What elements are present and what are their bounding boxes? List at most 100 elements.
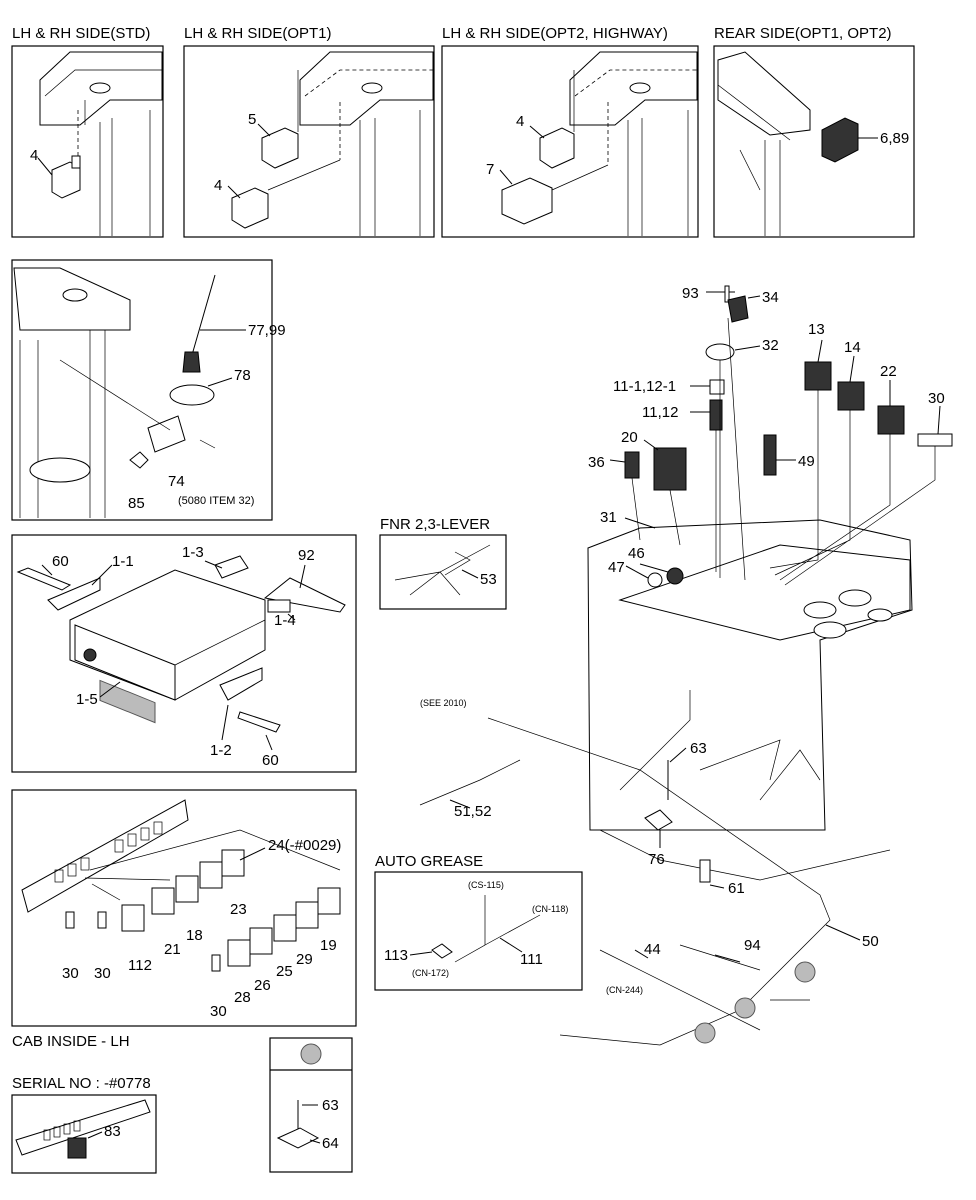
serial-title: SERIAL NO : -#0778	[12, 1075, 151, 1092]
grommet-a	[694, 1022, 716, 1044]
label-112: 112	[128, 957, 152, 974]
switch-18	[175, 875, 199, 903]
part-1-3	[214, 555, 249, 579]
switch-112	[121, 904, 145, 932]
switch-22	[877, 405, 905, 435]
part-5	[261, 127, 299, 169]
grommet-icon	[300, 1043, 322, 1065]
cab-inside-caption: CAB INSIDE - LH	[12, 1033, 130, 1050]
label-18: 18	[186, 927, 203, 944]
label-25: 25	[276, 963, 293, 980]
label-1-3: 1-3	[182, 544, 204, 561]
label-31: 31	[600, 509, 617, 526]
plate-30	[917, 433, 953, 447]
key-part-11-1	[709, 379, 725, 395]
label-21: 21	[164, 941, 181, 958]
label-47: 47	[608, 559, 625, 576]
label-111: 111	[520, 951, 543, 968]
panel-switches-frame	[11, 789, 357, 1027]
part-74	[147, 415, 186, 453]
label-4-opt2: 4	[516, 113, 524, 130]
panel-opt2: LH & RH SIDE(OPT2, HIGHWAY) 4 7	[441, 25, 699, 238]
label-4-opt1: 4	[214, 177, 222, 194]
label-92: 92	[298, 547, 315, 564]
part-1-2	[219, 667, 263, 701]
label-4-std: 4	[30, 147, 38, 164]
label-28: 28	[234, 989, 251, 1006]
panel-antenna-frame	[11, 259, 273, 521]
label-plate-30a	[65, 911, 75, 929]
switch-13	[804, 361, 832, 391]
part-36	[624, 451, 640, 479]
label-30-c: 30	[210, 1003, 227, 1020]
label-11-12: 11,12	[642, 404, 678, 421]
grommet-c	[794, 961, 816, 983]
grommet-b	[734, 997, 756, 1019]
label-51-52: 51,52	[454, 803, 492, 820]
label-60-a: 60	[52, 553, 69, 570]
part-83	[67, 1137, 87, 1159]
label-1-4: 1-4	[274, 612, 296, 629]
switch-19	[317, 887, 341, 915]
label-1-2: 1-2	[210, 742, 232, 759]
label-30-main: 30	[928, 390, 945, 407]
switch-29	[295, 901, 319, 929]
part-4-opt1	[231, 187, 269, 229]
grease-harness	[454, 895, 541, 963]
panel-clip-detail: 63 64	[269, 1037, 353, 1173]
part-49	[763, 434, 777, 476]
label-1-5: 1-5	[76, 691, 98, 708]
part-64	[276, 1127, 320, 1149]
panel-std-title: LH & RH SIDE(STD)	[12, 25, 150, 42]
panel-std: LH & RH SIDE(STD) 4	[11, 25, 164, 238]
main-assembly: 93 34 32 13 14 22 30 11-1,12-1 11,12 20 …	[419, 285, 953, 1046]
label-83: 83	[104, 1123, 121, 1140]
console-top	[618, 544, 911, 641]
label-6-89: 6,89	[880, 130, 909, 147]
part-1-1	[47, 577, 101, 611]
part-4-opt2	[539, 127, 575, 169]
label-11-1-12-1: 11-1,12-1	[613, 378, 676, 395]
label-20: 20	[621, 429, 638, 446]
label-24: 24(-#0029)	[268, 837, 341, 854]
label-113: 113	[384, 947, 408, 964]
panel-antenna: 77,99 78 74 85 (5080 ITEM 32)	[11, 259, 286, 521]
part-113	[431, 943, 453, 959]
part-34	[727, 295, 749, 323]
label-32: 32	[762, 337, 779, 354]
label-44: 44	[644, 941, 661, 958]
part-7	[501, 177, 553, 225]
label-64: 64	[322, 1135, 339, 1152]
panel-opt1-title: LH & RH SIDE(OPT1)	[184, 25, 332, 42]
switch-modules	[121, 849, 341, 967]
label-49: 49	[798, 453, 815, 470]
label-30-a: 30	[62, 965, 79, 982]
label-36: 36	[588, 454, 605, 471]
auto-grease-title: AUTO GREASE	[375, 853, 483, 870]
panel-opt2-frame	[441, 45, 699, 238]
fnr-harness	[394, 544, 491, 596]
switch-23	[221, 849, 245, 877]
panel-clip-frame	[269, 1037, 353, 1173]
screw-60-a	[16, 567, 72, 591]
label-78: 78	[234, 367, 251, 384]
label-13: 13	[808, 321, 825, 338]
label-77-99: 77,99	[248, 322, 286, 339]
part-6-89	[821, 117, 859, 163]
label-94: 94	[744, 937, 761, 954]
label-85: 85	[128, 495, 145, 512]
panel-radio-frame	[11, 534, 357, 773]
panel-opt2-title: LH & RH SIDE(OPT2, HIGHWAY)	[442, 25, 668, 42]
panel-std-frame	[11, 45, 164, 238]
switch-23a	[199, 861, 223, 889]
connector-cn118: (CN-118)	[532, 904, 568, 914]
panel-opt1: LH & RH SIDE(OPT1) 5 4	[183, 25, 435, 238]
see-2010-note: (SEE 2010)	[420, 698, 467, 708]
label-74: 74	[168, 473, 185, 490]
part-92	[263, 577, 346, 613]
label-14: 14	[844, 339, 861, 356]
connector-cs115: (CS-115)	[468, 880, 504, 890]
switch-14	[837, 381, 865, 411]
part-4-std	[51, 161, 81, 199]
